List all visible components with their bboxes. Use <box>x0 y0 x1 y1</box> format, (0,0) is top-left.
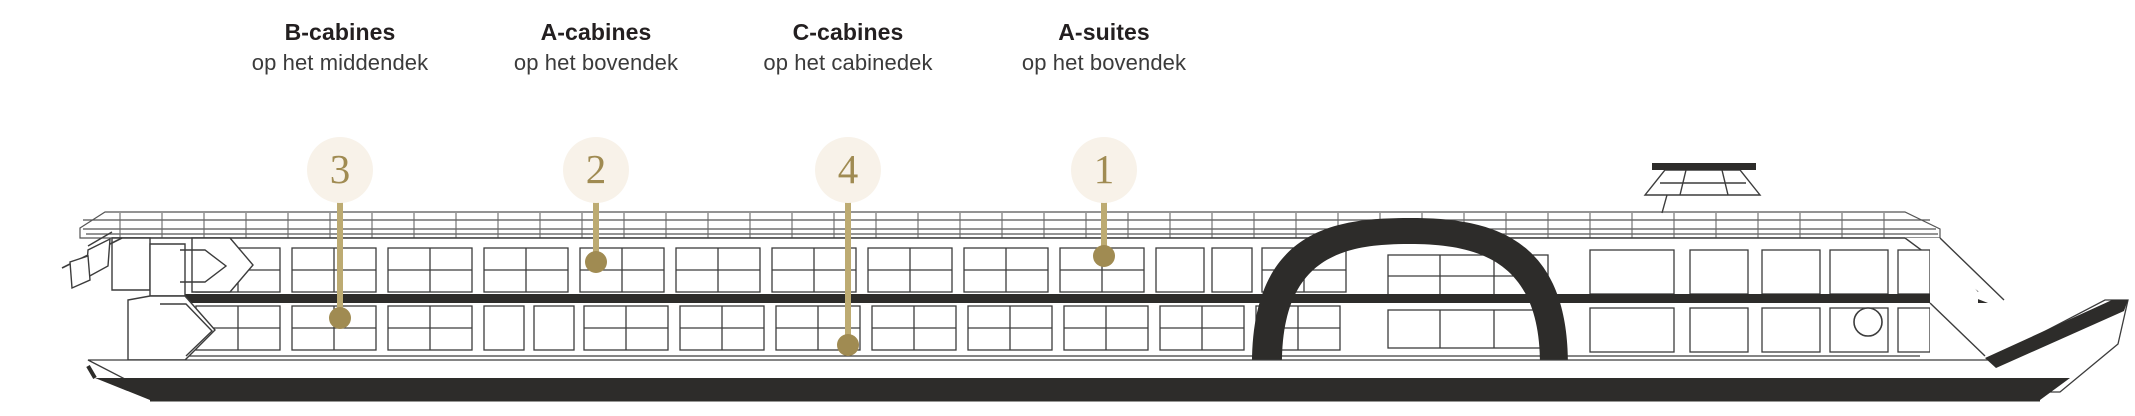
callout-b-cabines[interactable]: B-cabines op het middendek <box>252 18 429 77</box>
middle-deck-windows <box>195 305 1931 353</box>
callout-badge-4[interactable]: 4 <box>815 137 881 203</box>
main-hull <box>86 299 2129 400</box>
bow <box>1853 237 2005 357</box>
callout-subtitle: op het bovendek <box>513 50 679 76</box>
callout-end-dot <box>585 251 607 273</box>
callout-end-dot <box>1093 245 1115 267</box>
callout-badge-3[interactable]: 3 <box>307 137 373 203</box>
callout-badge-number: 4 <box>837 145 859 192</box>
callout-title: B-cabines <box>284 19 396 45</box>
callout-subtitle: op het cabinedek <box>763 50 933 76</box>
callout-c-cabines[interactable]: C-cabines op het cabinedek <box>763 18 932 77</box>
wheelhouse <box>1643 163 1762 214</box>
upper-hull-band <box>155 294 1965 303</box>
callout-end-dot <box>329 307 351 329</box>
callout-title: A-suites <box>1058 19 1150 45</box>
callout-badge-1[interactable]: 1 <box>1071 137 1137 203</box>
boarding-arch <box>1252 218 1568 364</box>
callout-a-cabines[interactable]: A-cabines op het bovendek <box>514 18 678 77</box>
callout-title: A-cabines <box>540 19 652 45</box>
porthole-icon <box>1853 307 1883 337</box>
callout-badge-number: 1 <box>1093 145 1115 192</box>
callout-badge-number: 3 <box>329 145 351 192</box>
stern-structure <box>61 231 254 361</box>
callout-end-dot <box>837 334 859 356</box>
callout-title: C-cabines <box>792 19 904 45</box>
callout-badge-number: 2 <box>585 145 607 192</box>
callout-badge-2[interactable]: 2 <box>563 137 629 203</box>
callout-subtitle: op het middendek <box>251 50 429 76</box>
stern-flag <box>61 237 123 290</box>
callout-a-suites[interactable]: A-suites op het bovendek <box>1022 18 1186 77</box>
callout-subtitle: op het bovendek <box>1021 50 1187 76</box>
